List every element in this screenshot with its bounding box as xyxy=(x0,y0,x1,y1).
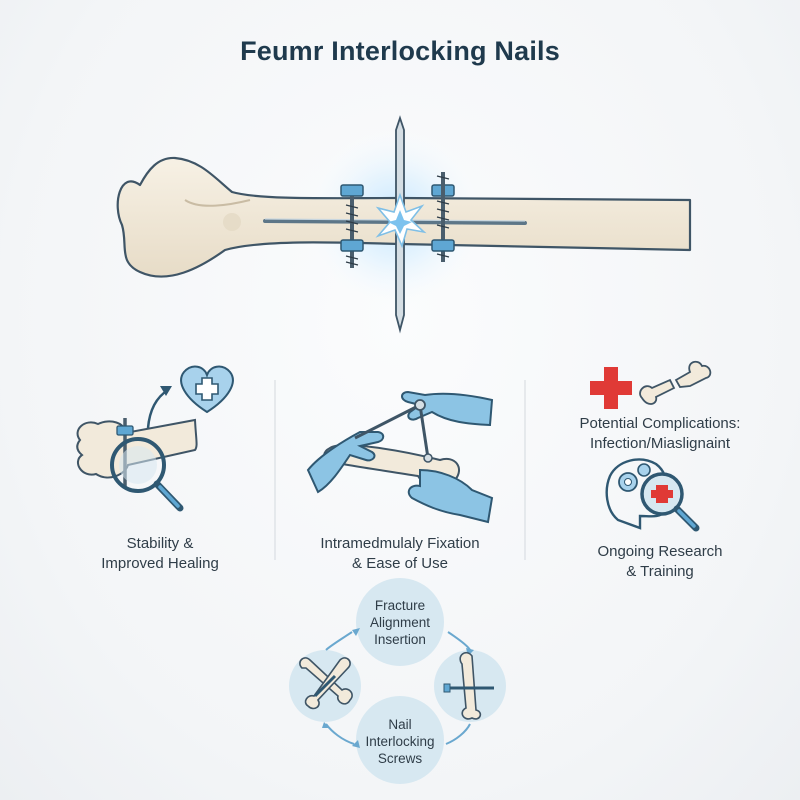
research-caption: Ongoing Research & Training xyxy=(545,542,775,582)
bone-screw-icon xyxy=(299,657,353,710)
cycle-bottom-line1: Nail xyxy=(388,717,412,732)
procedure-cycle-diagram xyxy=(289,578,506,784)
research-caption-line1: Ongoing Research xyxy=(597,543,723,560)
fixation-caption-line2: & Ease of Use xyxy=(352,555,448,572)
stability-illustration xyxy=(76,365,234,512)
fixation-illustration xyxy=(306,390,494,524)
complications-caption-line1: Potential Complications: xyxy=(579,415,741,432)
complications-caption-line2: Infection/Miaslignaint xyxy=(589,435,731,452)
fixation-caption: Intramedmulaly Fixation & Ease of Use xyxy=(290,534,510,574)
cycle-node-bottom xyxy=(356,696,444,784)
cycle-top-line3: Insertion xyxy=(374,632,426,647)
fixation-caption-line1: Intramedmulaly Fixation xyxy=(320,535,480,552)
femur-main-illustration xyxy=(116,115,692,334)
research-caption-line2: & Training xyxy=(626,563,694,580)
cycle-top-line1: Fracture xyxy=(374,598,426,613)
red-cross-icon xyxy=(590,367,632,409)
head-gears-icon xyxy=(605,458,674,530)
cycle-bottom-line2: Interlocking xyxy=(365,734,435,749)
magnifier-plus-icon xyxy=(640,472,700,532)
stability-caption: Stability & Improved Healing xyxy=(55,534,265,574)
cycle-bottom-line3: Screws xyxy=(377,751,423,766)
cycle-label-top: Fracture Alignment Insertion xyxy=(340,597,460,648)
arrow-icon xyxy=(146,388,169,429)
interlocking-screw-left xyxy=(340,184,364,268)
stability-caption-line1: Stability & xyxy=(126,535,194,552)
cycle-top-line2: Alignment xyxy=(369,615,431,630)
magnifier-icon xyxy=(110,437,184,512)
nail-instrument-icon xyxy=(354,399,433,463)
bone-nail-icon xyxy=(443,651,494,720)
cycle-label-bottom: Nail Interlocking Screws xyxy=(340,716,460,767)
interlocking-screw-right xyxy=(431,172,455,262)
page-title: Feumr Interlocking Nails xyxy=(240,36,560,66)
stability-caption-line2: Improved Healing xyxy=(101,555,219,572)
complications-illustration xyxy=(590,360,712,409)
complications-caption: Potential Complications: Infection/Miasl… xyxy=(545,414,775,454)
broken-bone-icon xyxy=(639,360,712,405)
cycle-node-top xyxy=(356,578,444,666)
gloved-hands-icon xyxy=(306,390,494,524)
research-illustration xyxy=(605,458,700,532)
